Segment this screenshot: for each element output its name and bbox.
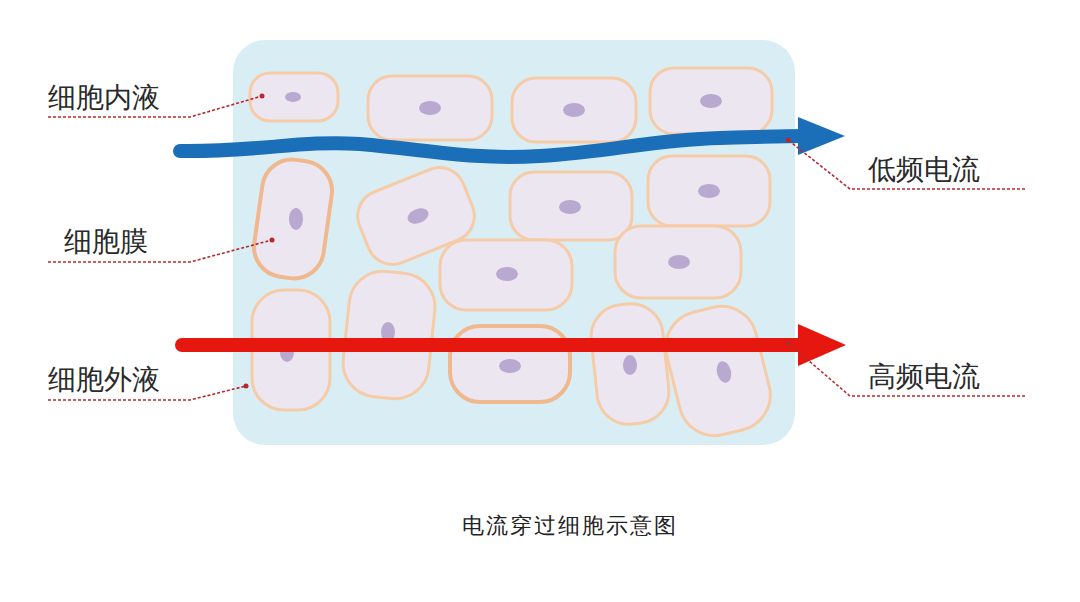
nucleus: [623, 355, 637, 375]
cell: [510, 172, 632, 240]
part-label: 细胞外液: [48, 366, 160, 394]
cell: [250, 73, 338, 121]
nucleus: [700, 94, 722, 108]
current-label: 高频电流: [868, 363, 980, 391]
leader-dot: [786, 138, 791, 143]
high-frequency-current-arrow: [182, 338, 805, 352]
current-label: 低频电流: [868, 156, 980, 184]
leader-line: [788, 343, 1025, 396]
nucleus: [499, 359, 521, 373]
nucleus: [285, 92, 301, 102]
cell: [615, 226, 741, 298]
cell: [250, 156, 336, 283]
nucleus: [715, 360, 734, 385]
cell: [340, 268, 439, 402]
nucleus: [496, 267, 518, 281]
leader-dot: [270, 238, 275, 243]
nucleus: [559, 200, 581, 214]
nucleus: [563, 103, 585, 117]
part-label: 细胞膜: [64, 228, 148, 256]
cell: [368, 76, 492, 140]
cell: [512, 78, 636, 142]
cell: [588, 301, 672, 428]
caption: 电流穿过细胞示意图: [462, 515, 678, 537]
arrowhead: [798, 324, 846, 366]
part-label: 细胞内液: [48, 84, 160, 112]
leader-line: [788, 140, 1025, 189]
nucleus: [668, 255, 690, 269]
nucleus: [419, 101, 441, 115]
cell: [650, 68, 772, 134]
leader-dot: [244, 384, 249, 389]
cell: [658, 299, 778, 444]
nucleus: [698, 184, 720, 198]
nucleus: [289, 208, 303, 230]
cell: [450, 326, 570, 402]
tissue-area: [233, 40, 795, 445]
leader-dot: [260, 94, 265, 99]
cell: [648, 156, 770, 226]
arrowhead: [798, 117, 845, 155]
cell: [440, 240, 572, 310]
leader-dot: [786, 341, 791, 346]
nucleus: [405, 205, 431, 226]
low-frequency-current-arrow: [180, 136, 805, 157]
